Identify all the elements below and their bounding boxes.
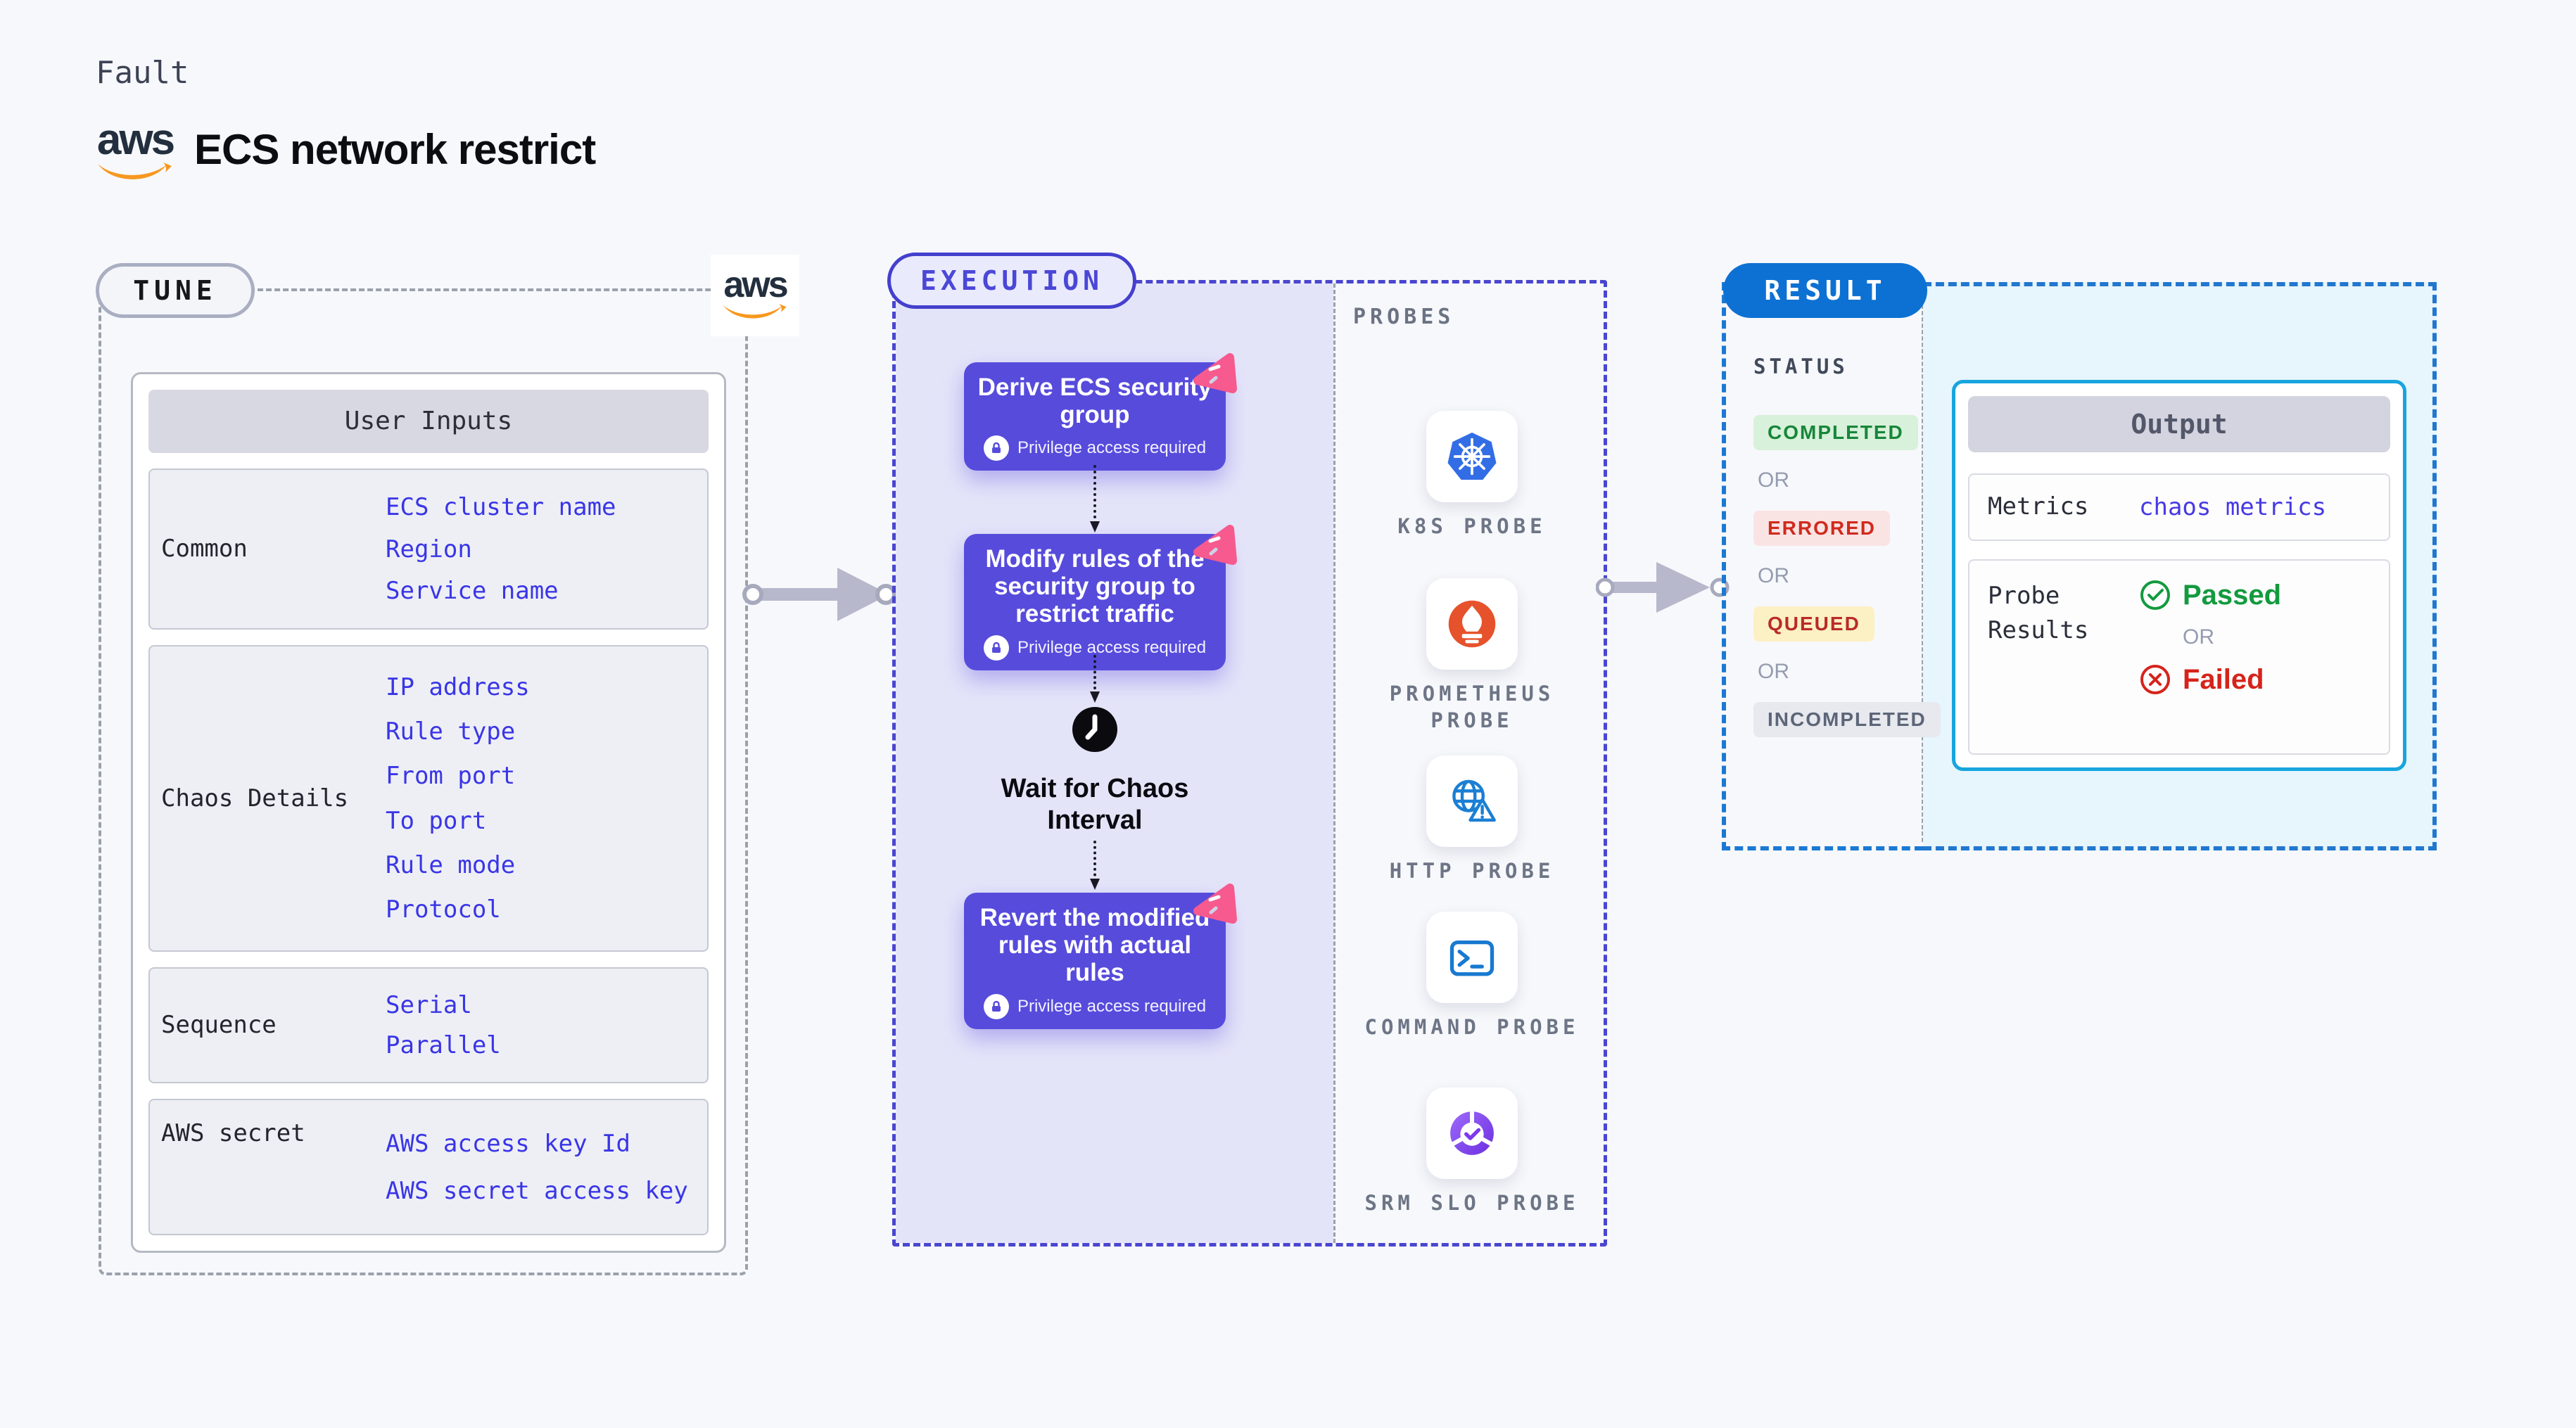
probes-title: PROBES [1353, 305, 1455, 329]
globe-warning-icon [1426, 756, 1518, 847]
probe-results-row: Probe Results Passed OR Failed [1968, 559, 2390, 755]
step-derive-security-group: Derive ECS security group Privilege acce… [964, 353, 1237, 471]
execution-pill: EXECUTION [887, 253, 1136, 309]
probe-prometheus: PROMETHEUS PROBE [1333, 578, 1611, 734]
chaos-experiment-icon [1193, 525, 1237, 565]
input-item: AWS access key Id [386, 1129, 630, 1158]
probe-k8s: K8S PROBE [1333, 411, 1611, 540]
kubernetes-icon [1426, 411, 1518, 502]
execution-panel: EXECUTION PROBES Derive ECS security gro… [887, 253, 1607, 1247]
lock-icon [983, 635, 1009, 661]
tune-aws-logo: aws [711, 255, 799, 336]
input-item: IP address [386, 672, 530, 701]
result-divider [1922, 292, 1924, 842]
input-item: Service name [386, 577, 559, 606]
privilege-badge: Privilege access required [1017, 637, 1207, 657]
flow-connector [1090, 465, 1100, 533]
probe-srm-slo: SRM SLO PROBE [1333, 1088, 1611, 1217]
tune-pill: TUNE [96, 263, 255, 318]
prometheus-icon [1426, 578, 1518, 670]
flow-arrow-execution-to-result [1596, 562, 1730, 613]
flow-arrow-tune-to-execution [742, 568, 896, 621]
input-item: Serial [386, 990, 472, 1019]
status-badge-completed: COMPLETED [1753, 415, 1918, 450]
step-title: Modify rules of the security group to re… [985, 545, 1205, 628]
wait-clock-icon [1071, 706, 1119, 757]
execution-steps: Derive ECS security group Privilege acce… [964, 283, 1237, 1243]
or-separator: OR [1758, 468, 1789, 492]
probe-label: PROMETHEUS PROBE [1389, 682, 1555, 732]
step-title: Revert the modified rules with actual ru… [979, 904, 1210, 987]
output-card: Output Metrics chaos metrics Probe Resul… [1952, 380, 2406, 771]
probe-results-label: Probe Results [1988, 582, 2089, 645]
fault-kicker: Fault [96, 55, 189, 91]
aws-smile-icon [98, 162, 172, 179]
privilege-badge: Privilege access required [1017, 996, 1207, 1016]
input-item: Region [386, 535, 472, 563]
input-item: Rule type [386, 718, 516, 746]
row-sequence: Sequence Serial Parallel [148, 967, 709, 1084]
aws-logo: aws [94, 118, 177, 186]
row-aws-secret: AWS secret AWS access key Id AWS secret … [148, 1099, 709, 1236]
status-badge-incompleted: INCOMPLETED [1753, 702, 1941, 737]
privilege-badge: Privilege access required [1017, 438, 1207, 458]
input-item: To port [386, 806, 487, 835]
row-label: Common [161, 535, 248, 563]
probe-label: HTTP PROBE [1389, 859, 1555, 883]
probes-divider [1333, 283, 1335, 1243]
lock-icon [983, 435, 1009, 461]
or-separator: OR [1758, 660, 1789, 683]
input-item: Rule mode [386, 851, 516, 879]
check-circle-icon [2140, 580, 2170, 610]
metrics-value: chaos metrics [2139, 493, 2327, 521]
wait-label: Wait for Chaos Interval [1001, 774, 1189, 835]
row-common: Common ECS cluster name Region Service n… [148, 468, 709, 630]
step-title: Derive ECS security group [977, 374, 1212, 429]
input-item: ECS cluster name [386, 493, 616, 522]
row-label: Sequence [161, 1011, 277, 1039]
user-inputs-header: User Inputs [148, 390, 709, 453]
status-list: STATUS COMPLETED OR ERRORED OR QUEUED OR… [1753, 355, 1941, 737]
user-inputs-card: User Inputs Common ECS cluster name Regi… [131, 372, 726, 1253]
slo-donut-check-icon [1426, 1088, 1518, 1179]
aws-wordmark: aws [96, 115, 175, 164]
x-circle-icon [2140, 665, 2170, 694]
probe-http: HTTP PROBE [1333, 756, 1611, 885]
failed-label: Failed [2183, 663, 2264, 695]
terminal-icon [1426, 912, 1518, 1003]
status-badge-errored: ERRORED [1753, 511, 1891, 546]
or-separator: OR [1758, 564, 1789, 587]
flow-connector [1090, 655, 1100, 703]
page-title: ECS network restrict [194, 126, 596, 173]
step-modify-rules: Modify rules of the security group to re… [964, 525, 1237, 670]
row-chaos-details: Chaos Details IP address Rule type From … [148, 645, 709, 952]
tune-panel: TUNE aws User Inputs Common ECS cluster … [96, 255, 799, 1275]
aws-smile-icon [723, 303, 787, 318]
chaos-experiment-icon [1193, 884, 1237, 924]
status-title: STATUS [1753, 355, 1848, 378]
probe-label: COMMAND PROBE [1364, 1015, 1580, 1039]
metrics-label: Metrics [1988, 492, 2089, 521]
metrics-row: Metrics chaos metrics [1968, 473, 2390, 541]
aws-wordmark: aws [723, 264, 788, 305]
step-revert-rules: Revert the modified rules with actual ru… [964, 884, 1237, 1029]
status-badge-queued: QUEUED [1753, 606, 1874, 642]
row-label: AWS secret [161, 1119, 305, 1148]
result-pill: RESULT [1723, 263, 1927, 318]
input-item: Parallel [386, 1031, 501, 1060]
probe-label: K8S PROBE [1397, 514, 1547, 538]
chaos-experiment-icon [1193, 353, 1237, 393]
row-label: Chaos Details [161, 784, 349, 812]
input-item: From port [386, 762, 516, 791]
input-item: AWS secret access key [386, 1176, 688, 1205]
flow-connector [1090, 841, 1100, 890]
or-separator: OR [2183, 625, 2214, 649]
output-header: Output [1968, 396, 2390, 452]
probe-label: SRM SLO PROBE [1364, 1191, 1580, 1215]
passed-label: Passed [2183, 579, 2282, 611]
lock-icon [983, 993, 1009, 1019]
input-item: Protocol [386, 895, 501, 924]
probe-command: COMMAND PROBE [1333, 912, 1611, 1041]
